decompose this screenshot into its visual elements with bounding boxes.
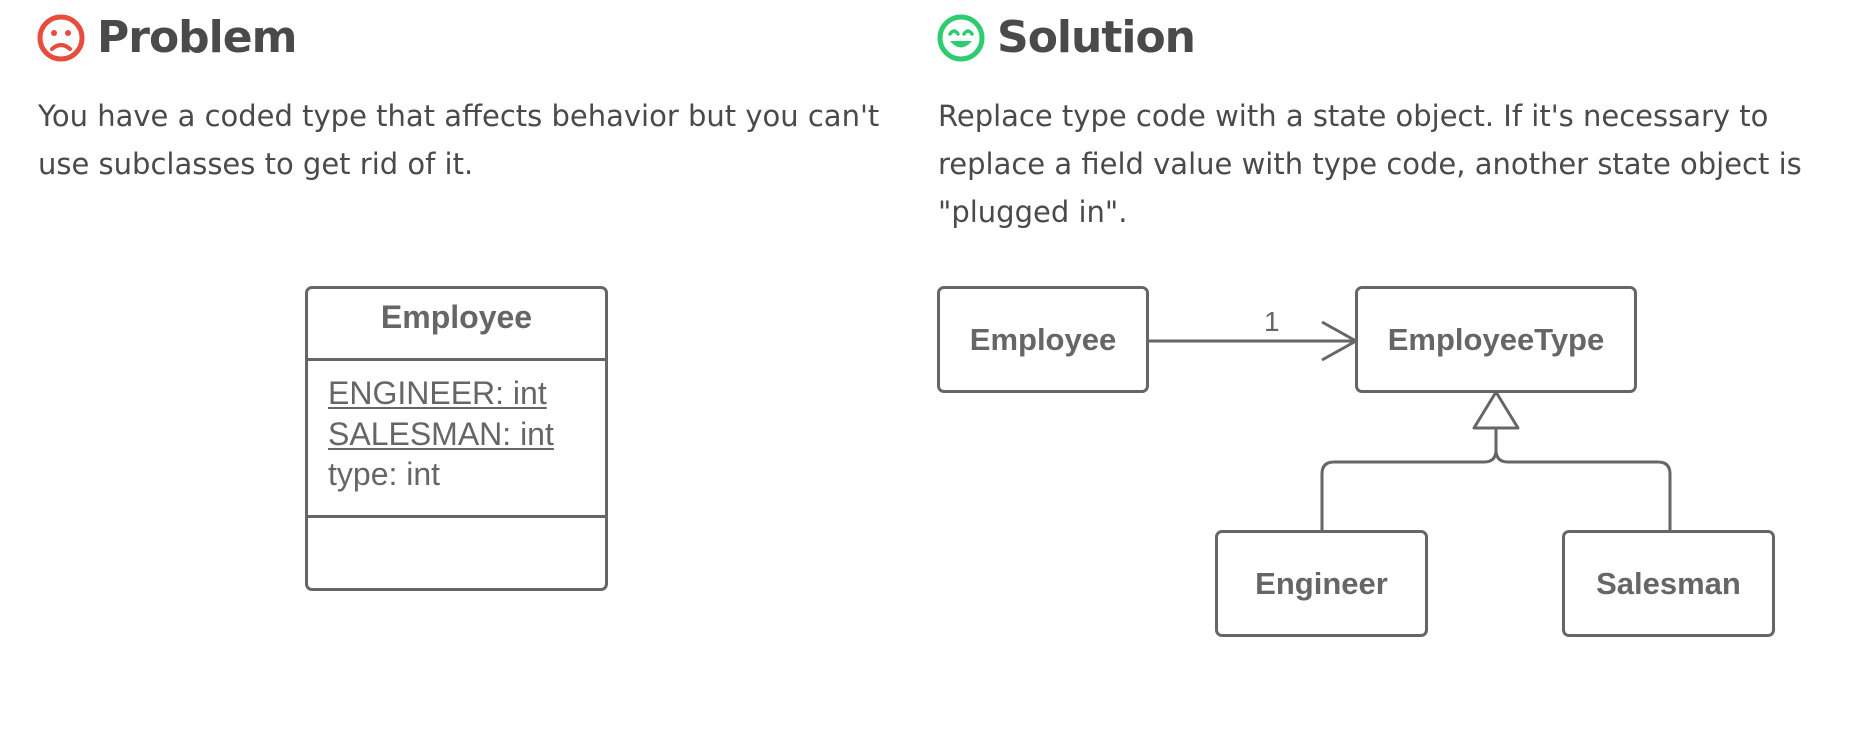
sad-face-icon xyxy=(37,14,85,61)
class-divider xyxy=(308,515,605,518)
inheritance-triangle xyxy=(1472,390,1520,430)
inheritance-line xyxy=(1494,428,1672,532)
solution-description-line: replace a field value with type code, an… xyxy=(938,147,1802,181)
solution-description-line: "plugged in". xyxy=(938,195,1128,229)
problem-description-line: use subclasses to get rid of it. xyxy=(38,147,474,181)
attribute-salesman: SALESMAN: int xyxy=(328,416,554,452)
solution-heading: Solution xyxy=(937,12,1196,63)
employee-class-name: Employee xyxy=(380,299,533,335)
employee-class-box: Employee ENGINEER: int SALESMAN: int typ… xyxy=(305,286,608,591)
employee-box: Employee xyxy=(937,286,1149,393)
solution-description: Replace type code with a state object. I… xyxy=(938,92,1802,236)
happy-face-icon xyxy=(937,14,985,61)
problem-description: You have a coded type that affects behav… xyxy=(38,92,880,188)
attribute-engineer: ENGINEER: int xyxy=(328,375,547,411)
association-multiplicity: 1 xyxy=(1264,306,1280,337)
problem-heading: Problem xyxy=(37,12,297,63)
solution-title: Solution xyxy=(997,12,1196,63)
attribute-type: type: int xyxy=(328,456,441,492)
diagram-connectors xyxy=(1148,320,1672,532)
employee-type-box: EmployeeType xyxy=(1355,286,1637,393)
class-divider xyxy=(308,358,605,361)
problem-title: Problem xyxy=(97,12,297,63)
inheritance-line xyxy=(1320,428,1498,532)
engineer-box: Engineer xyxy=(1215,530,1428,637)
salesman-box: Salesman xyxy=(1562,530,1775,637)
problem-description-line: You have a coded type that affects behav… xyxy=(38,99,880,133)
solution-description-line: Replace type code with a state object. I… xyxy=(938,99,1769,133)
